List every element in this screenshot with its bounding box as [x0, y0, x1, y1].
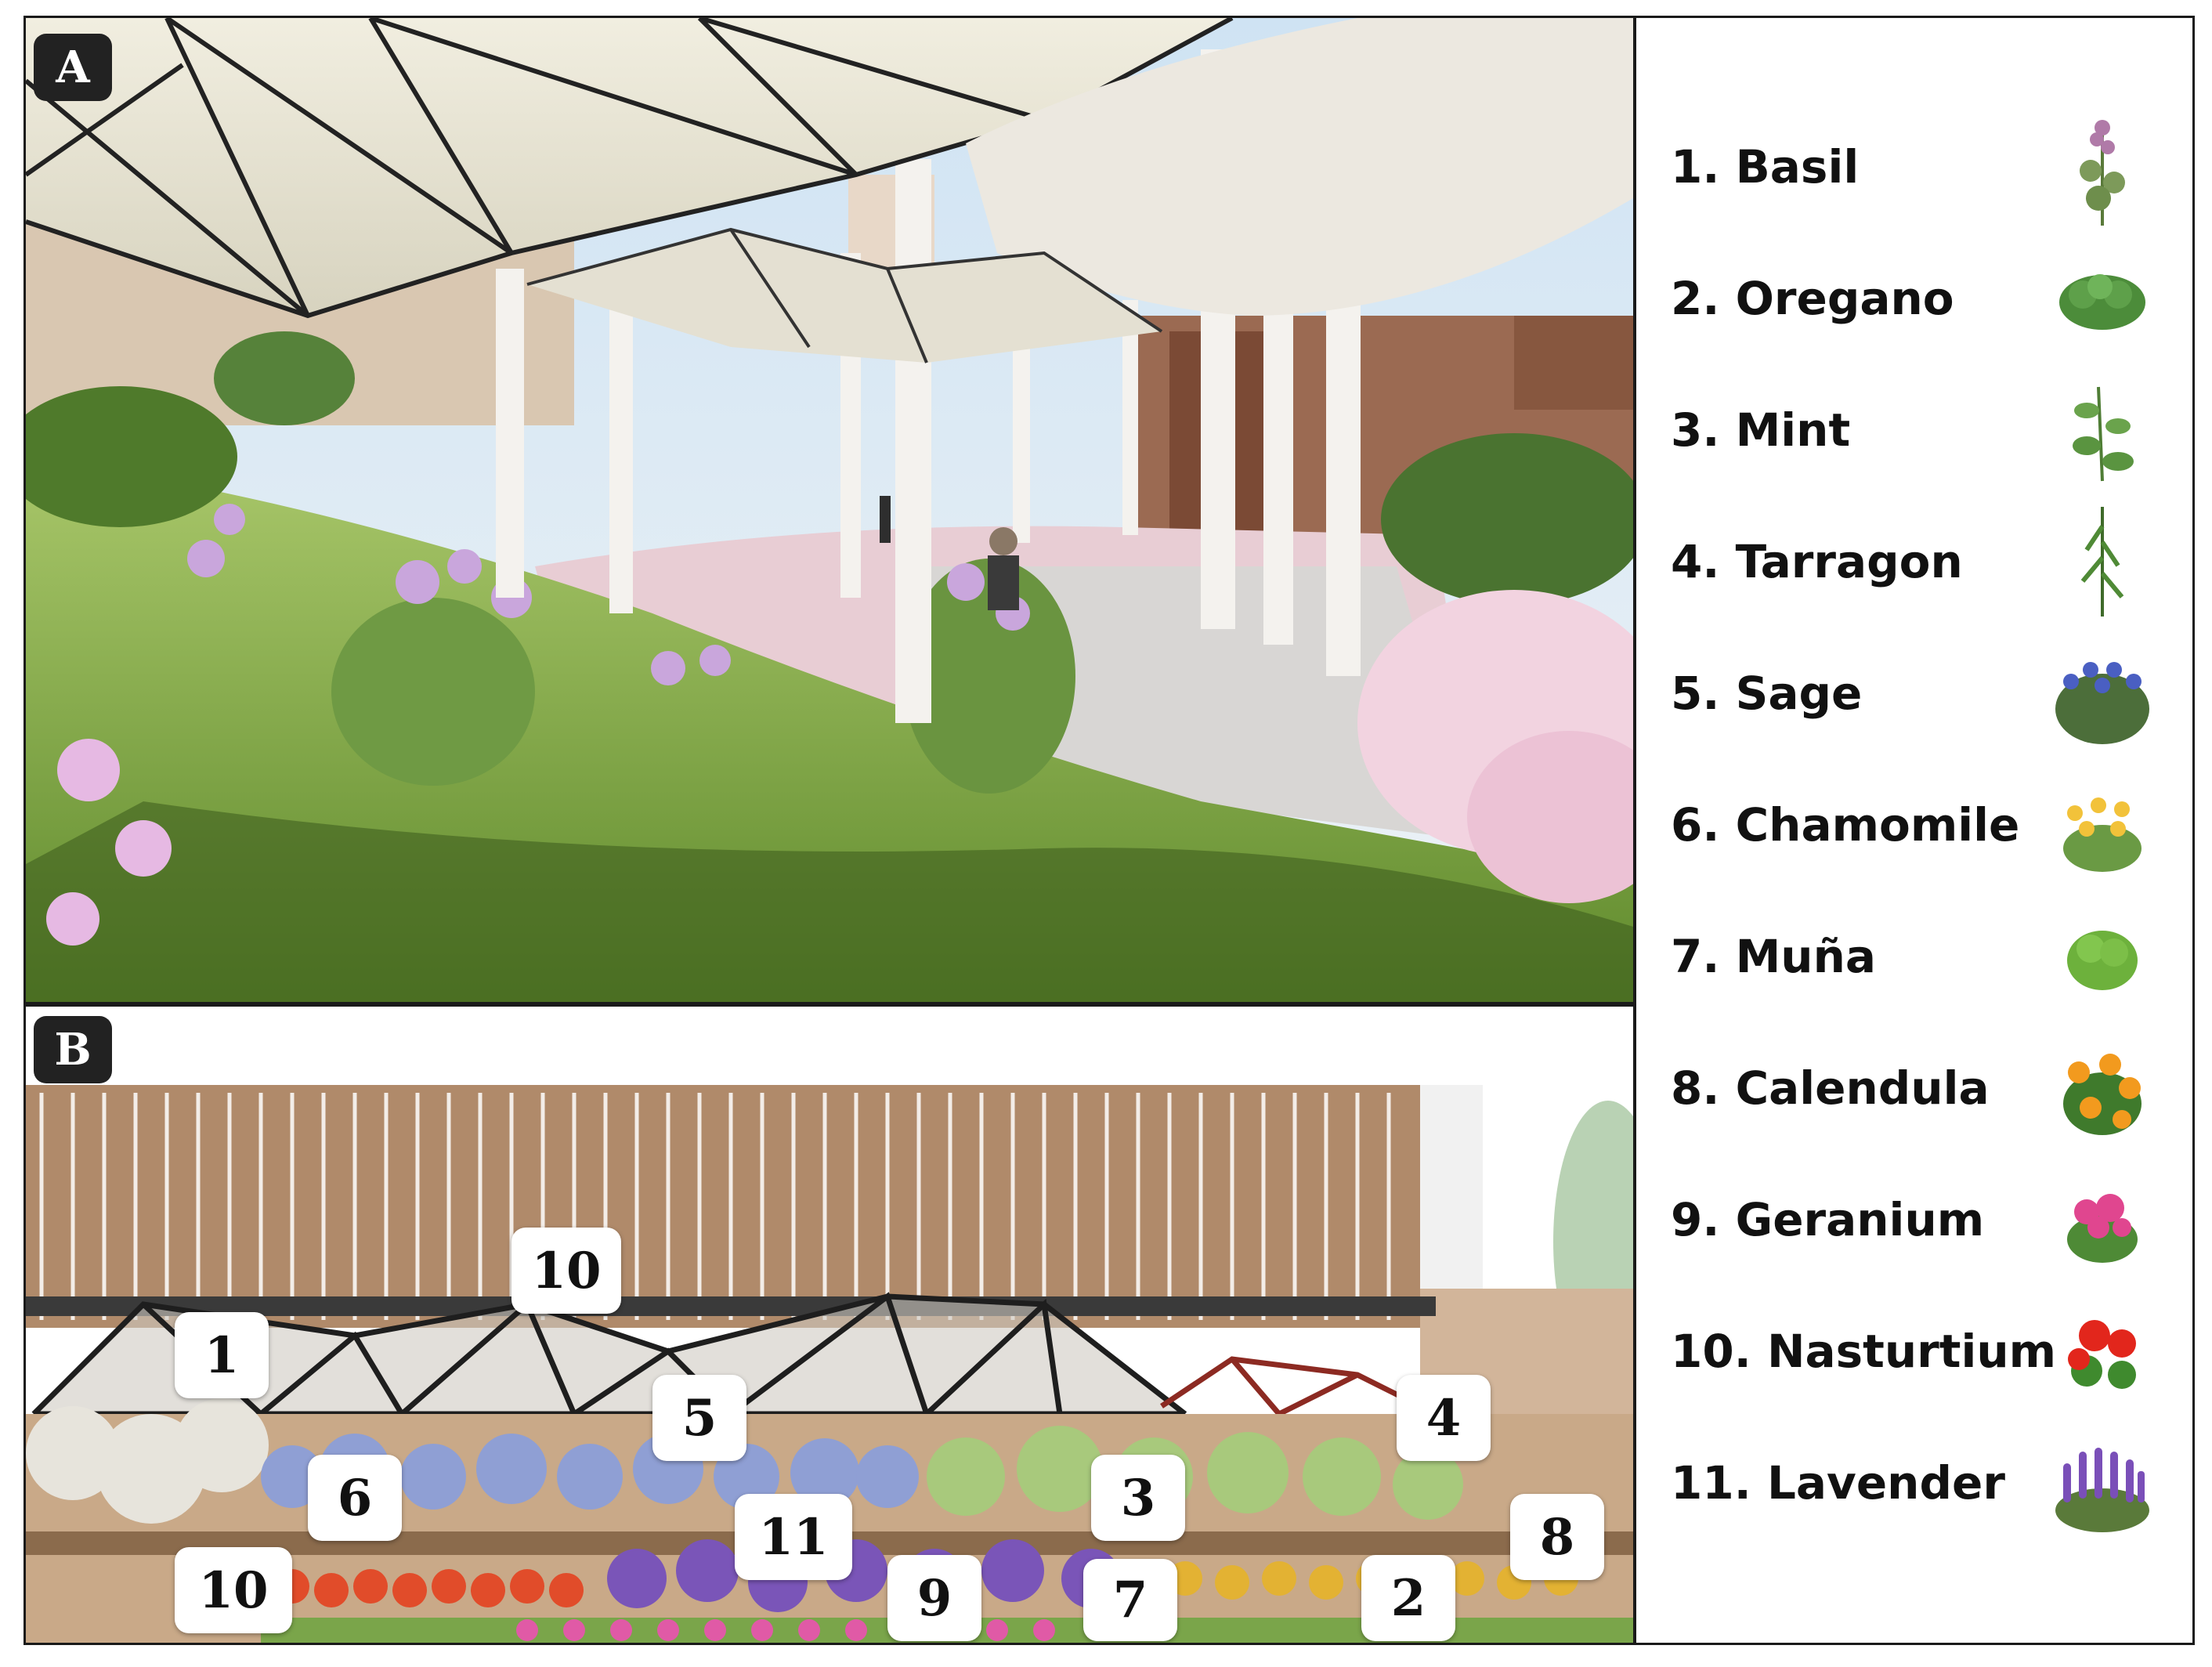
legend-item-chamomile: 6. Chamomile: [1636, 762, 2192, 888]
panel-b-section-elevation: B 10 1 5 4 6 3 11 8 10 9 7 2: [26, 1007, 1633, 1643]
legend-item-oregano: 2. Oregano: [1636, 236, 2192, 361]
legend-label: 9. Geranium: [1671, 1193, 1985, 1246]
legend-label: 6. Chamomile: [1671, 798, 2020, 852]
mint-plant-icon: [2073, 386, 2134, 482]
plant-legend: 1. Basil 2. Oregano 3. Mint 4. Tarragon …: [1636, 18, 2192, 1643]
garden-render-illustration: [26, 18, 1633, 1002]
sage-plant-icon: [2055, 662, 2149, 744]
legend-item-lavender: 11. Lavender: [1636, 1420, 2192, 1546]
callout-basil: 1: [175, 1312, 269, 1398]
legend-label: 4. Tarragon: [1671, 535, 1963, 588]
legend-item-basil: 1. Basil: [1636, 104, 2192, 230]
legend-label: 11. Lavender: [1671, 1456, 2005, 1510]
legend-label: 1. Basil: [1671, 140, 1860, 193]
legend-item-mint: 3. Mint: [1636, 367, 2192, 493]
panel-b-label: B: [34, 1016, 112, 1083]
panel-divider-horizontal: [26, 1002, 1633, 1007]
legend-label: 8. Calendula: [1671, 1061, 1990, 1115]
callout-lavender: 11: [735, 1494, 852, 1580]
legend-item-calendula: 8. Calendula: [1636, 1025, 2192, 1151]
geranium-plant-icon: [2067, 1194, 2138, 1263]
legend-item-sage: 5. Sage: [1636, 631, 2192, 756]
panel-divider-vertical: [1633, 18, 1636, 1643]
calendula-plant-icon: [2063, 1054, 2142, 1135]
callout-oregano: 2: [1361, 1555, 1455, 1641]
legend-label: 7. Muña: [1671, 930, 1877, 983]
tarragon-plant-icon: [2080, 507, 2124, 617]
callout-chamomile: 6: [308, 1455, 402, 1541]
panel-a-label: A: [34, 34, 112, 101]
panel-a-garden-render: A: [26, 18, 1633, 1002]
chamomile-plant-icon: [2063, 797, 2142, 872]
lavender-plant-icon: [2055, 1448, 2149, 1532]
oregano-plant-icon: [2059, 274, 2145, 330]
legend-item-geranium: 9. Geranium: [1636, 1157, 2192, 1282]
legend-label: 2. Oregano: [1671, 272, 1954, 325]
basil-plant-icon: [2080, 120, 2125, 226]
nasturtium-plant-icon: [2068, 1320, 2136, 1389]
callout-muna: 7: [1083, 1559, 1177, 1641]
legend-label: 5. Sage: [1671, 667, 1863, 720]
legend-label: 10. Nasturtium: [1671, 1325, 2057, 1378]
callout-geranium: 9: [887, 1555, 981, 1641]
callout-sage: 5: [652, 1375, 746, 1461]
callout-calendula: 8: [1510, 1494, 1604, 1580]
muna-plant-icon: [2067, 931, 2138, 990]
callout-nasturtium-upper: 10: [511, 1228, 621, 1314]
callout-nasturtium-lower: 10: [175, 1547, 292, 1633]
legend-item-nasturtium: 10. Nasturtium: [1636, 1289, 2192, 1414]
legend-item-muna: 7. Muña: [1636, 894, 2192, 1019]
callout-tarragon: 4: [1397, 1375, 1491, 1461]
callout-mint: 3: [1091, 1455, 1185, 1541]
legend-label: 3. Mint: [1671, 403, 1851, 457]
legend-item-tarragon: 4. Tarragon: [1636, 499, 2192, 624]
